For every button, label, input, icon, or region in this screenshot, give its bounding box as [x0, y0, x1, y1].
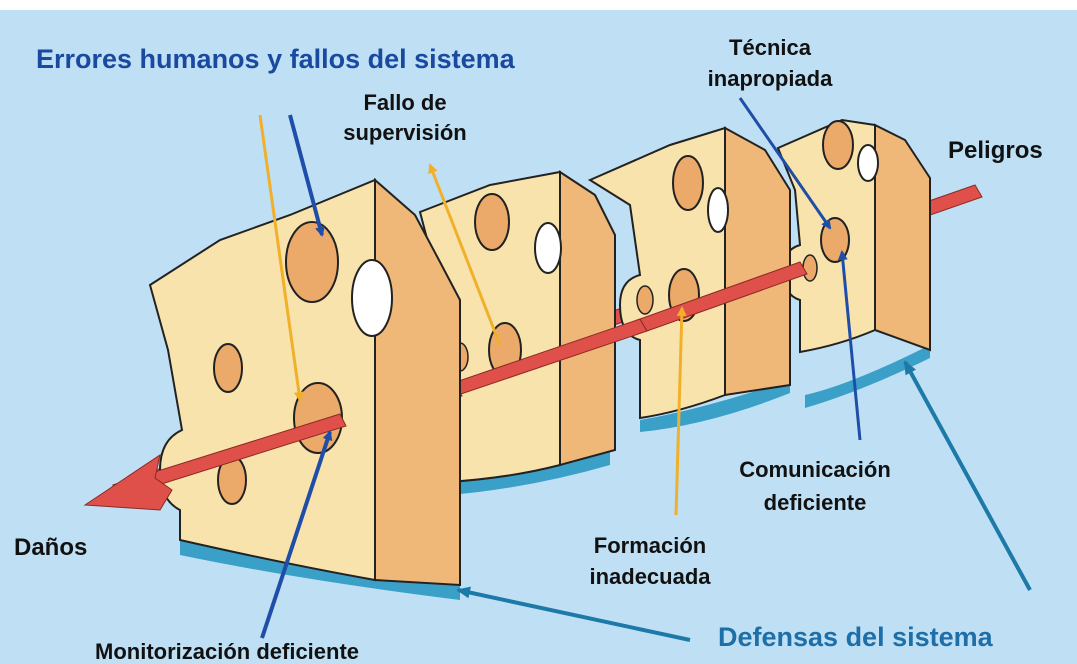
label-formacion-line2: inadecuada: [589, 564, 711, 589]
label-comunicacion-line1: Comunicación: [739, 457, 891, 482]
label-tecnica-line2: inapropiada: [708, 66, 833, 91]
label-supervision-line1: Fallo de: [363, 90, 446, 115]
label-comunicacion-line2: deficiente: [764, 490, 867, 515]
label-peligros: Peligros: [948, 137, 1043, 164]
label-danos: Daños: [14, 534, 87, 561]
label-monitorizacion: Monitorización deficiente: [95, 639, 359, 664]
label-tecnica-line1: Técnica: [729, 35, 812, 60]
label-supervision-line2: supervisión: [343, 120, 466, 145]
label-defensas: Defensas del sistema: [718, 622, 994, 652]
diagram-title: Errores humanos y fallos del sistema: [36, 44, 516, 74]
label-formacion-line1: Formación: [594, 533, 706, 558]
